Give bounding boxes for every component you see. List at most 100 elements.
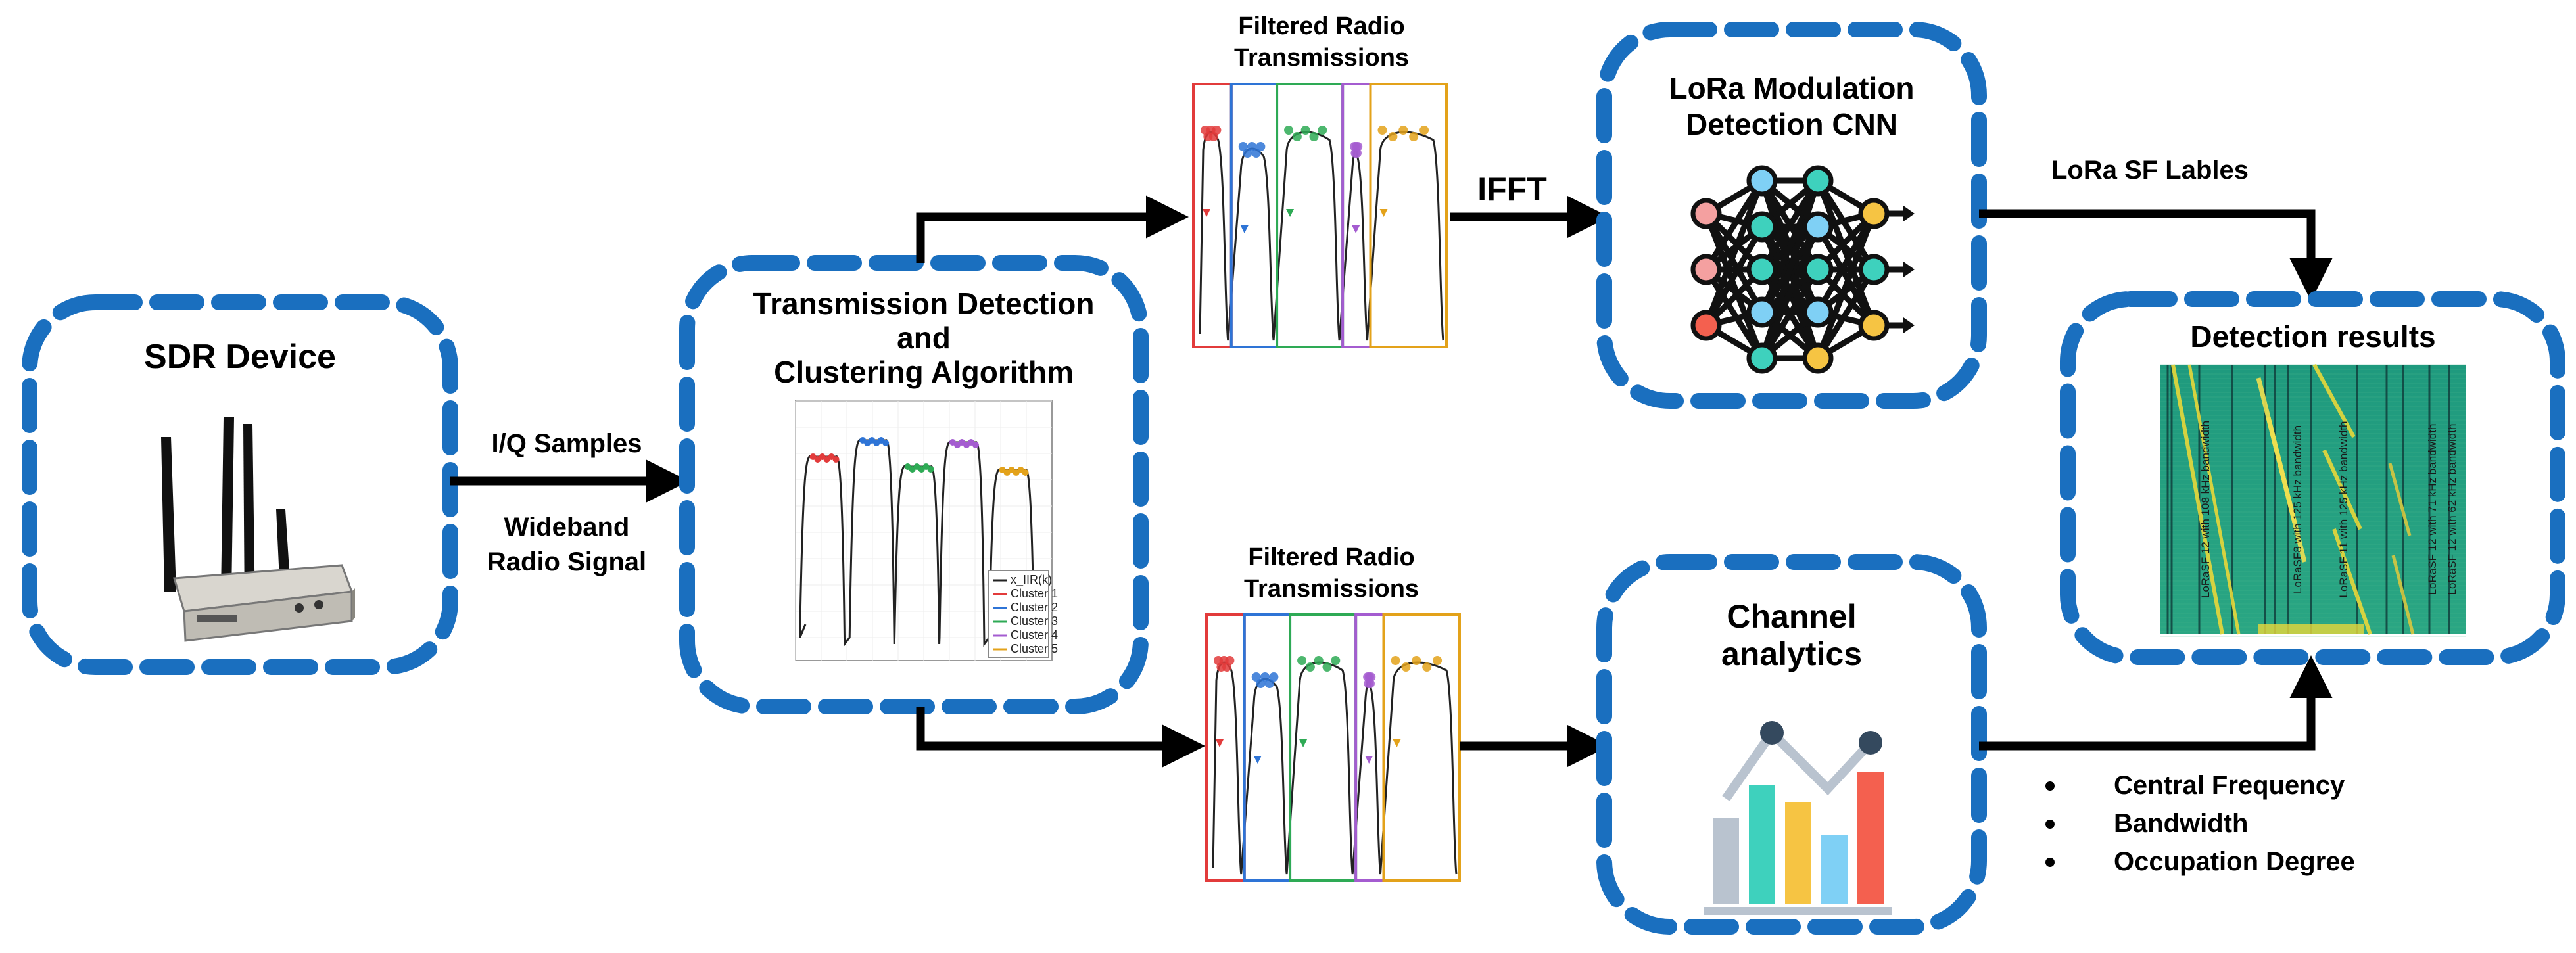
transmission-marker: [1284, 126, 1294, 135]
nn-node: [1746, 254, 1778, 285]
bullet-text: Central Frequency: [2114, 771, 2345, 800]
legend-entry: x_IIR(k): [1011, 573, 1052, 587]
transmission-marker: [1388, 132, 1398, 141]
iq-samples-edge: I/Q Samples Wideband Radio Signal: [450, 429, 689, 576]
lora-cnn-title-line1: LoRa Modulation: [1669, 71, 1914, 105]
detection-title-line1: Transmission Detection: [753, 287, 1095, 321]
transmission-marker: [1212, 126, 1222, 135]
iq-samples-label: I/Q Samples: [492, 429, 642, 458]
legend-entry: Cluster 3: [1011, 615, 1058, 628]
bullet-text: Occupation Degree: [2114, 847, 2355, 876]
transmission-marker: [1256, 679, 1266, 688]
transmission-marker: [1247, 142, 1257, 151]
filtered-bottom-title-line1: Filtered Radio: [1248, 544, 1414, 571]
nn-node: [1802, 296, 1834, 328]
spectrogram-caption: LoRaSF 12 with 71 kHz bandwidth: [2426, 424, 2439, 595]
transmission-marker: [1251, 149, 1261, 158]
nn-node: [1858, 310, 1890, 341]
transmission-marker: [1238, 142, 1248, 151]
channel-analytics-node: Channel analytics: [1596, 554, 1987, 935]
nn-node: [1746, 211, 1778, 243]
filtered-top-plot: [1192, 83, 1448, 348]
bullet-dot: [2045, 858, 2055, 867]
legend-entry: Cluster 5: [1011, 642, 1058, 655]
cluster-marker: [1022, 469, 1029, 476]
cluster-marker: [927, 466, 934, 473]
transmission-marker: [1401, 662, 1411, 672]
nn-node: [1802, 342, 1834, 374]
nn-node: [1690, 254, 1722, 285]
transmission-marker: [1225, 656, 1235, 665]
detection-results-node: Detection results LoRaSF 12 with 108 kHz…: [2060, 291, 2565, 665]
radio-signal-label: Radio Signal: [487, 547, 646, 576]
transmission-marker: [1264, 679, 1274, 688]
detection-title-line2: and: [897, 321, 951, 355]
filtered-bottom-plot: [1205, 613, 1461, 882]
top-branch-edge: [916, 195, 1189, 263]
transmission-marker: [1251, 672, 1261, 682]
spectrogram-image: LoRaSF 12 with 108 kHz bandwidth LoRaSF8 …: [2160, 363, 2466, 637]
spectrogram-caption: LoRaSF 12 with 108 kHz bandwidth: [2199, 421, 2212, 598]
filtered-bottom-title-line2: Transmissions: [1244, 575, 1419, 603]
transmission-marker: [1433, 656, 1443, 665]
bullet-dot: [2045, 820, 2055, 829]
bottom-branch-edge: [916, 707, 1205, 768]
channel-title-line2: analytics: [1721, 636, 1862, 672]
channel-title-line1: Channel: [1727, 598, 1856, 635]
sdr-device-title: SDR Device: [144, 338, 336, 376]
nn-node: [1690, 198, 1722, 229]
spectrogram-caption: LoRaSF 12 with 62 kHz bandwidth: [2446, 424, 2458, 595]
nn-node: [1746, 296, 1778, 328]
cluster-marker: [882, 440, 890, 446]
transmission-marker: [1297, 656, 1307, 665]
transmission-marker: [1331, 656, 1341, 665]
neural-network-icon: [1690, 165, 1915, 374]
lora-cnn-node: LoRa Modulation Detection CNN: [1596, 22, 1987, 409]
results-title: Detection results: [2190, 319, 2435, 354]
transmission-marker: [1419, 126, 1429, 135]
transmission-marker: [1256, 142, 1266, 151]
legend-entry: Cluster 2: [1011, 601, 1058, 614]
transmission-marker: [1309, 132, 1319, 141]
transmission-marker: [1353, 142, 1363, 151]
detection-clustering-node: Transmission Detection and Clustering Al…: [679, 255, 1149, 714]
spectrogram-caption: LoRaSF8 with 125 kHz bandwidth: [2291, 425, 2304, 593]
bullet-dot: [2045, 781, 2055, 791]
wideband-label: Wideband: [504, 513, 630, 542]
nn-node: [1802, 254, 1834, 285]
sf-labels-label: LoRa SF Lables: [2051, 156, 2249, 185]
transmission-marker: [1409, 132, 1419, 141]
spectrogram-caption: LoRaSF 11 with 125 kHz bandwidth: [2337, 421, 2350, 597]
sf-labels-edge: LoRa SF Lables: [1979, 156, 2333, 301]
nn-node: [1690, 310, 1722, 341]
transmission-marker: [1398, 126, 1408, 135]
transmission-marker: [1260, 672, 1270, 682]
nn-node: [1858, 254, 1890, 285]
transmission-marker: [1322, 662, 1332, 672]
transmission-marker: [1318, 126, 1327, 135]
transmission-marker: [1422, 662, 1432, 672]
transmission-marker: [1305, 662, 1315, 672]
transmission-marker: [1314, 656, 1324, 665]
router-image: [161, 417, 355, 642]
nn-node: [1802, 165, 1834, 197]
filtered-top-title-line1: Filtered Radio: [1238, 12, 1404, 40]
transmission-marker: [1412, 656, 1421, 665]
ifft-label: IFFT: [1477, 171, 1547, 208]
nn-node: [1746, 342, 1778, 374]
transmission-marker: [1269, 672, 1279, 682]
nn-node: [1802, 211, 1834, 243]
transmission-marker: [1391, 656, 1400, 665]
transmission-marker: [1300, 126, 1310, 135]
filtered-bottom-node: Filtered Radio Transmissions: [1205, 544, 1461, 882]
filtered-top-title-line2: Transmissions: [1234, 44, 1409, 72]
nn-node: [1746, 165, 1778, 197]
sdr-device-node: SDR Device: [22, 294, 458, 675]
cluster-marker: [972, 442, 979, 448]
lora-cnn-title-line2: Detection CNN: [1686, 107, 1897, 141]
legend-entry: Cluster 4: [1011, 628, 1058, 641]
